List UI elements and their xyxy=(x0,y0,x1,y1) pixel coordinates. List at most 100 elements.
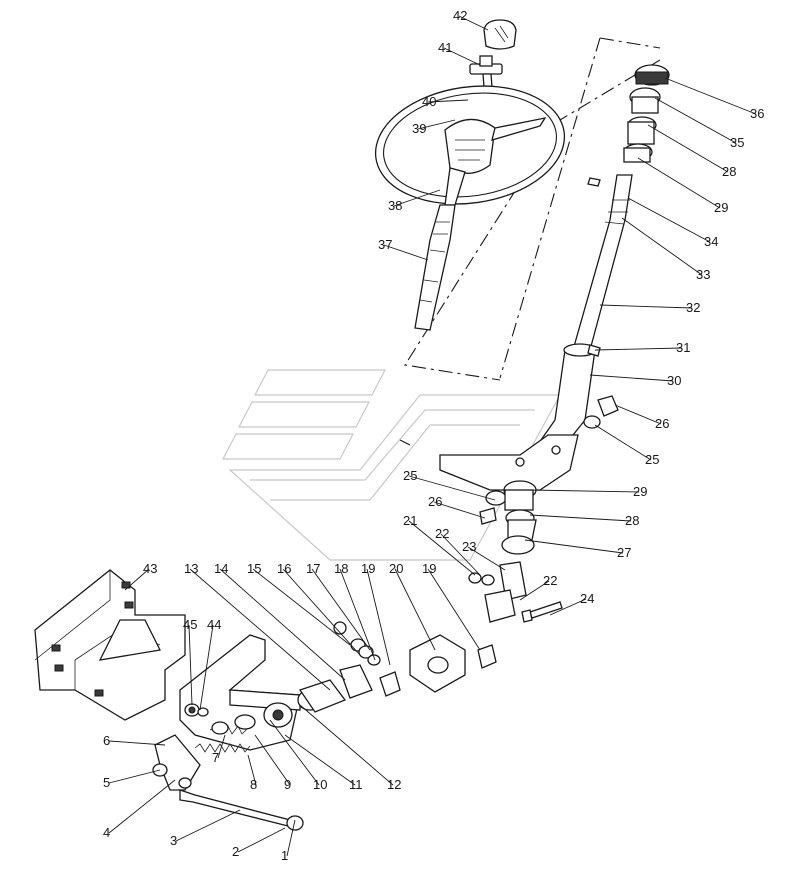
leader-13 xyxy=(189,568,331,691)
steering-shaft xyxy=(572,174,633,351)
leader-15 xyxy=(252,568,351,646)
callout-3: 3 xyxy=(170,833,177,848)
leader-38 xyxy=(393,189,441,207)
callout-28a: 28 xyxy=(722,164,736,179)
callout-19b: 19 xyxy=(422,561,436,576)
leader-31 xyxy=(594,347,683,351)
callout-2: 2 xyxy=(232,844,239,859)
callout-14: 14 xyxy=(214,561,228,576)
leader-9 xyxy=(254,734,291,786)
leader-27 xyxy=(524,539,624,554)
leader-14 xyxy=(219,568,346,681)
callout-17: 17 xyxy=(306,561,320,576)
leader-22a xyxy=(440,533,481,576)
callout-29b: 29 xyxy=(633,484,647,499)
cap-part-42 xyxy=(483,19,517,50)
leader-28a xyxy=(647,124,729,173)
leader-23 xyxy=(467,546,506,571)
leader-34 xyxy=(627,197,711,243)
callout-31: 31 xyxy=(676,340,690,355)
callout-29a: 29 xyxy=(714,200,728,215)
leader-43 xyxy=(124,568,150,591)
column-top-parts xyxy=(623,64,670,163)
leader-26a xyxy=(614,404,662,425)
leader-1 xyxy=(286,819,296,857)
lower-u-joint xyxy=(468,561,563,623)
callout-21: 21 xyxy=(403,513,417,528)
leader-29b xyxy=(529,489,640,493)
leader-39 xyxy=(417,119,456,130)
callout-45: 45 xyxy=(183,617,197,632)
callout-39: 39 xyxy=(412,121,426,136)
leader-16 xyxy=(282,568,361,656)
leader-lines xyxy=(108,15,757,857)
leader-22b xyxy=(519,580,550,601)
intermediate-shaft-parts xyxy=(298,621,497,713)
callout-6: 6 xyxy=(103,733,110,748)
spring-assembly xyxy=(194,714,256,753)
leader-30 xyxy=(589,374,674,382)
callout-16: 16 xyxy=(277,561,291,576)
callout-1: 1 xyxy=(281,848,288,863)
pitman-arm xyxy=(152,734,201,791)
callout-24: 24 xyxy=(580,591,594,606)
leader-25b xyxy=(408,475,496,501)
callout-12: 12 xyxy=(387,777,401,792)
callout-43: 43 xyxy=(143,561,157,576)
callout-30: 30 xyxy=(667,373,681,388)
callout-33: 33 xyxy=(696,267,710,282)
callout-7: 7 xyxy=(212,750,219,765)
callout-9: 9 xyxy=(284,777,291,792)
callout-22b: 22 xyxy=(543,573,557,588)
callout-8: 8 xyxy=(250,777,257,792)
callout-22a: 22 xyxy=(435,526,449,541)
leader-32 xyxy=(599,304,693,309)
leader-28b xyxy=(529,514,632,522)
callout-26b: 26 xyxy=(428,494,442,509)
callout-26a: 26 xyxy=(655,416,669,431)
leader-7 xyxy=(217,734,226,759)
callout-13: 13 xyxy=(184,561,198,576)
callout-44: 44 xyxy=(207,617,221,632)
leader-6 xyxy=(108,740,166,746)
callout-41: 41 xyxy=(438,40,452,55)
leader-11 xyxy=(284,734,356,786)
callout-19a: 19 xyxy=(361,561,375,576)
leader-26b xyxy=(433,501,486,519)
callout-20: 20 xyxy=(389,561,403,576)
callout-38: 38 xyxy=(388,198,402,213)
callout-37: 37 xyxy=(378,237,392,252)
leader-20 xyxy=(394,568,436,651)
leader-8 xyxy=(247,754,257,786)
tie-rod xyxy=(179,789,304,831)
leader-44 xyxy=(199,624,214,711)
leader-40 xyxy=(427,99,469,103)
callout-34: 34 xyxy=(704,234,718,249)
callout-42: 42 xyxy=(453,8,467,23)
leader-35 xyxy=(654,97,737,144)
callout-5: 5 xyxy=(103,775,110,790)
callout-25a: 25 xyxy=(645,452,659,467)
frame-bracket-part-43 xyxy=(34,569,186,721)
steering-gear-box xyxy=(179,634,323,751)
leader-12 xyxy=(299,704,394,786)
leader-33 xyxy=(621,217,703,276)
lower-column xyxy=(501,480,537,555)
leader-25a xyxy=(594,424,652,461)
callout-25b: 25 xyxy=(403,468,417,483)
leader-10 xyxy=(269,719,320,786)
leader-45 xyxy=(188,624,193,706)
callout-4: 4 xyxy=(103,825,110,840)
leader-36 xyxy=(664,77,757,115)
steering-wheel xyxy=(374,85,566,206)
leader-2 xyxy=(237,827,286,853)
callout-32: 32 xyxy=(686,300,700,315)
callout-11: 11 xyxy=(349,777,363,792)
leader-17 xyxy=(311,568,371,651)
callout-18: 18 xyxy=(334,561,348,576)
column-bracket xyxy=(439,395,619,525)
leader-21 xyxy=(408,520,476,576)
boot-part-37 xyxy=(414,204,456,331)
leader-37 xyxy=(383,244,429,261)
